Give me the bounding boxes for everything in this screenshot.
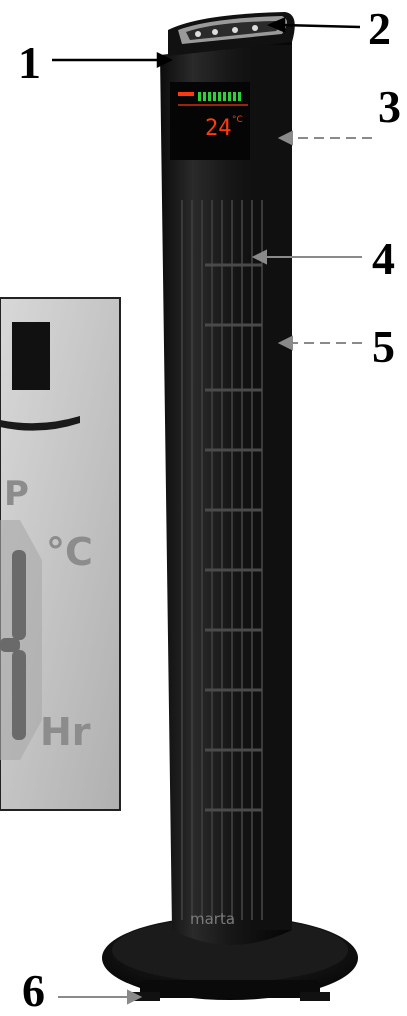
callout-arrow-6 (58, 989, 143, 1005)
callout-arrow-2 (266, 17, 361, 33)
mode-letter: P (4, 474, 29, 514)
brand-logo: marta (190, 910, 235, 928)
air-grille (181, 200, 263, 920)
control-button[interactable] (195, 31, 201, 37)
callout-number-5: 5 (372, 321, 395, 372)
led-display: 24 °C (170, 82, 250, 160)
callout-number-2: 2 (368, 3, 391, 54)
fan-base (102, 916, 358, 1001)
temperature-readout: 24 (205, 116, 232, 141)
callout-arrow-3 (277, 130, 372, 146)
callout-number-4: 4 (372, 233, 395, 284)
speed-bar-indicator (198, 92, 241, 101)
callout-arrow-4 (251, 249, 362, 265)
callout-arrow-1 (52, 51, 173, 69)
callout-number-6: 6 (22, 965, 45, 1016)
celsius-unit-label: °C (46, 530, 93, 574)
fan-body: marta (160, 40, 292, 945)
control-button[interactable] (252, 25, 258, 31)
control-panel (168, 12, 295, 56)
display-closeup-inset: P °C Hr (0, 297, 121, 811)
control-button[interactable] (212, 29, 218, 35)
control-button[interactable] (232, 27, 238, 33)
callout-number-3: 3 (378, 81, 401, 132)
temperature-unit: °C (232, 115, 243, 125)
callout-arrow-5 (277, 335, 362, 351)
hour-unit-label: Hr (40, 710, 91, 754)
callout-number-1: 1 (18, 37, 41, 88)
